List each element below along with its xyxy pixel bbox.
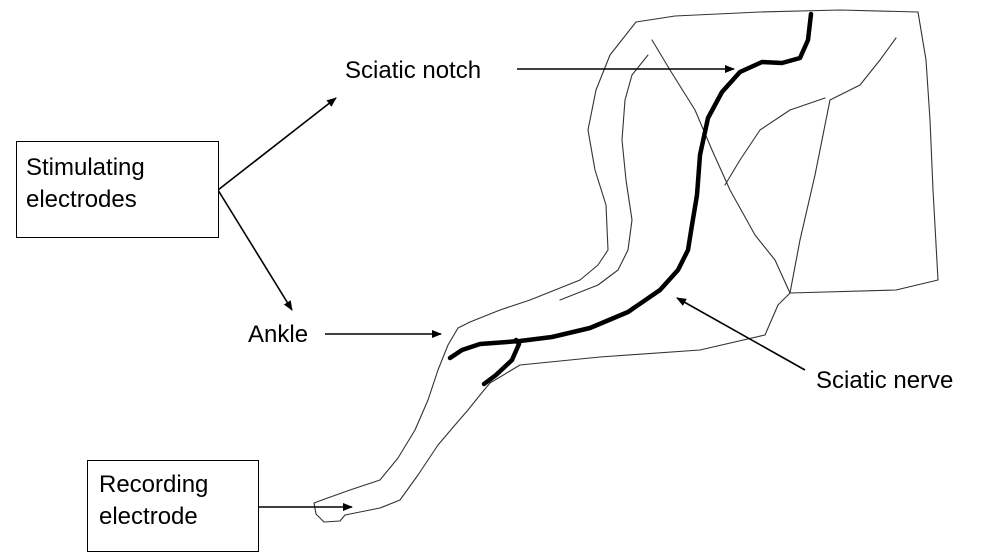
sciatic-nerve-branch (484, 340, 519, 384)
sciatic-nerve-label: Sciatic nerve (816, 365, 953, 397)
muscle-line-1 (652, 40, 790, 293)
inner-thigh-line (560, 55, 648, 300)
stimulating-electrodes-box: Stimulating electrodes (16, 141, 219, 238)
arrow-to-sciatic-notch-label (218, 98, 336, 190)
thigh-outline (490, 10, 938, 383)
ankle-label: Ankle (248, 319, 308, 351)
recording-label-line2: electrode (99, 501, 258, 533)
recording-electrode-box: Recording electrode (87, 460, 259, 552)
hip-front-edge (470, 22, 636, 322)
muscle-line-2 (725, 98, 825, 185)
sciatic-nerve-main (450, 14, 811, 358)
stimulating-label-line1: Stimulating (26, 152, 218, 184)
stimulating-label-line2: electrodes (26, 184, 218, 216)
thigh-inner-curve (790, 38, 896, 293)
recording-label-line1: Recording (99, 469, 258, 501)
arrow-to-ankle-label (218, 190, 292, 310)
arrow-sciatic-nerve (677, 298, 805, 370)
arrows (218, 69, 805, 507)
sciatic-notch-label: Sciatic notch (345, 55, 481, 87)
shank-front (322, 322, 470, 500)
shank-back (345, 383, 490, 515)
foot-outline (314, 500, 345, 522)
